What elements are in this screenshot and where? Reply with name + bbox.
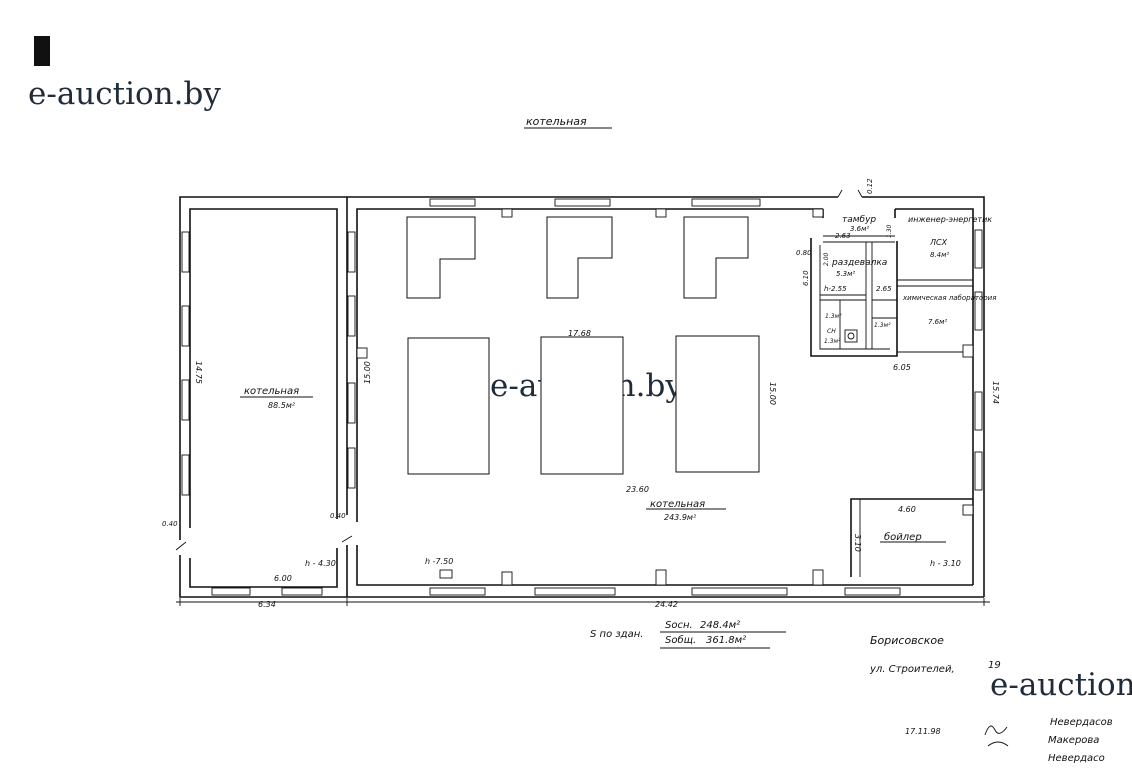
area-wc: 1.3м² <box>824 338 841 345</box>
area-small: 1.3м² <box>874 322 891 329</box>
label-vestibule: тамбур <box>842 215 876 225</box>
area-dispatch: 5.3м² <box>836 270 855 278</box>
area-vestibule: 3.6м² <box>850 225 869 233</box>
dim-1-30: 1.30 <box>886 224 893 238</box>
label-engineer: инженер-энергетик <box>908 215 992 224</box>
height-mid: h -7.50 <box>425 557 453 566</box>
area-engineer: 8.4м² <box>930 251 949 259</box>
windows <box>181 198 983 596</box>
dimension-lines <box>175 535 990 606</box>
dim-6-10: 6.10 <box>802 270 810 286</box>
dim-2-00: 2.00 <box>823 252 830 266</box>
watermark-top-left: e-auction.by <box>28 76 221 112</box>
stamp-house: 19 <box>988 660 1001 671</box>
area-summary: S по здан. Sосн. 248.4м² Sобщ. 361.8м² <box>590 620 786 649</box>
area-lab: 7.6м² <box>928 318 947 326</box>
label-wc: СН <box>827 328 836 335</box>
stamp-date: 17.11.98 <box>905 727 941 736</box>
dim-23-60: 23.60 <box>626 485 649 494</box>
dim-14-75: 14.75 <box>194 361 203 384</box>
title-block: Борисовское ул. Строителей, 19 17.11.98 … <box>869 634 1113 764</box>
stamp-name-1: Невердасов <box>1050 717 1113 728</box>
drawing-title: котельная <box>526 115 587 128</box>
boiler-foundations <box>406 216 760 475</box>
dim-15-74: 15.74 <box>991 381 1000 404</box>
height-left: h - 4.30 <box>305 559 336 568</box>
area-shower: 1.3м² <box>825 313 842 320</box>
dim-3-10: 3.10 <box>853 534 862 552</box>
label-boiler-main: котельная <box>650 499 705 510</box>
height-right: h - 3.10 <box>930 559 961 568</box>
stamp-name-2: Макерова <box>1048 735 1099 746</box>
dim-6-34: 6.34 <box>258 600 276 609</box>
redaction-mark <box>34 36 50 66</box>
area-boiler-left: 88.5м² <box>268 401 296 410</box>
watermark-bottom-right: e-auction.by <box>990 667 1132 703</box>
room-labels: котельная 88.5м² котельная 243.9м² тамбу… <box>240 215 996 543</box>
summary-total-label: Sобщ. <box>665 634 696 646</box>
dim-0-80: 0.80 <box>796 249 812 257</box>
dim-0-40-left: 0.40 <box>162 520 178 528</box>
label-engineer-sub: ЛСХ <box>929 238 948 247</box>
summary-total-value: 361.8м² <box>706 635 746 646</box>
dim-6-00: 6.00 <box>274 574 292 583</box>
signature-mark <box>984 725 1009 747</box>
dim-0-40-mid: 0.40 <box>330 512 346 520</box>
building-walls <box>179 196 985 598</box>
dim-2-65: 2.65 <box>876 285 892 293</box>
dim-24-42: 24.42 <box>655 600 678 609</box>
summary-main-value: 248.4м² <box>700 620 740 631</box>
dim-15-00-left: 15.00 <box>363 361 372 384</box>
dim-2-63: 2.63 <box>835 232 851 240</box>
stamp-name-3: Невердасо <box>1048 753 1105 764</box>
summary-main-label: Sосн. <box>665 620 693 631</box>
label-dispatch: раздевалка <box>831 258 887 268</box>
dim-4-60: 4.60 <box>898 505 916 514</box>
area-boiler-main: 243.9м² <box>664 513 697 522</box>
boiler-unit-room <box>850 498 973 577</box>
label-lab: химическая лаборатория <box>902 294 996 302</box>
dim-0-12: 0.12 <box>866 178 874 194</box>
service-rooms <box>810 189 973 357</box>
dim-6-05: 6.05 <box>893 363 911 372</box>
stamp-address: ул. Строителей, <box>869 664 955 675</box>
dim-15-00-right: 15.00 <box>768 382 777 405</box>
height-small: h-2.55 <box>824 285 847 293</box>
summary-label: S по здан. <box>590 629 643 640</box>
dimensions: 14.75 15.00 15.00 15.74 17.68 23.60 4.60… <box>162 178 1000 609</box>
label-boiler-unit: бойлер <box>884 531 922 543</box>
dim-17-68: 17.68 <box>568 329 591 338</box>
label-boiler-left: котельная <box>244 386 299 397</box>
pilasters <box>356 208 974 586</box>
stamp-org: Борисовское <box>870 634 944 647</box>
